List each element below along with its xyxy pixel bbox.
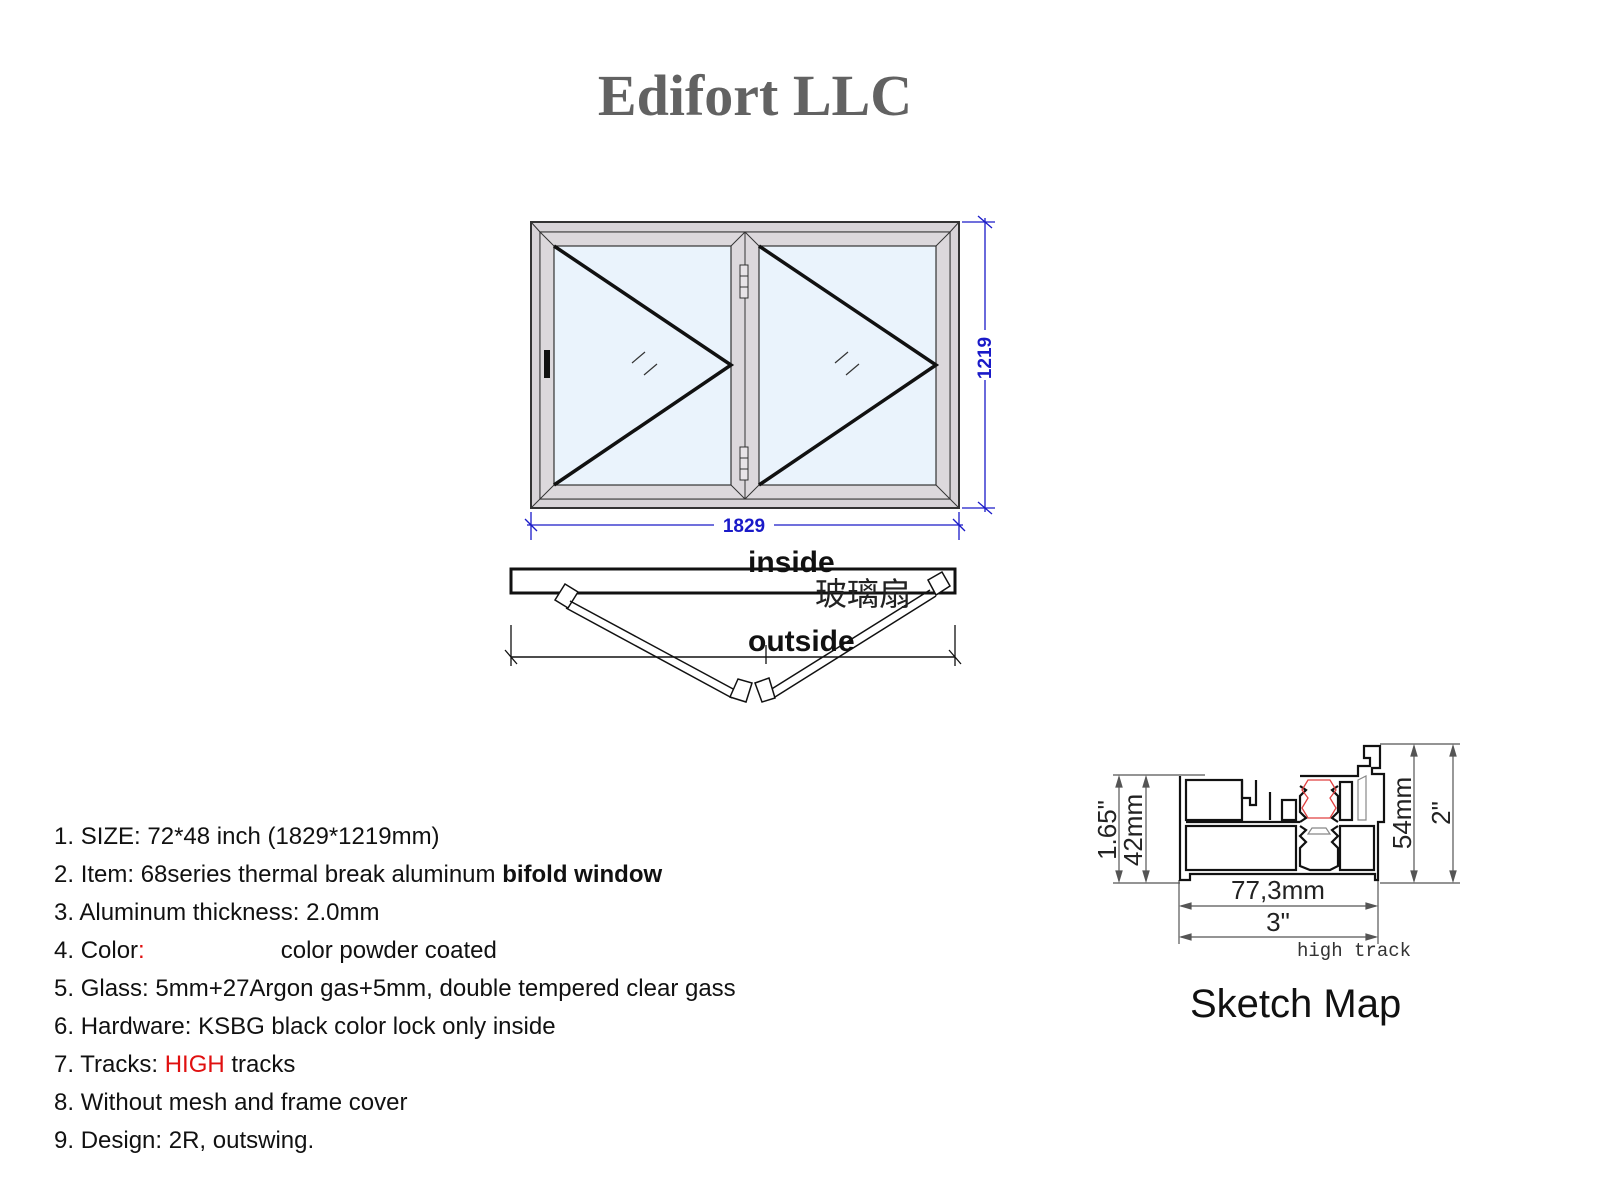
window-elevation <box>530 221 960 509</box>
company-title: Edifort LLC <box>597 63 913 128</box>
spec-text: Hardware: KSBG black color lock only ins… <box>80 1013 556 1040</box>
spec-text: Color <box>80 937 139 964</box>
spec-item-thickness: 3. Aluminum thickness: 2.0mm <box>54 894 736 932</box>
profile-section-drawing <box>1113 743 1460 944</box>
spec-bold-text: bifold window <box>502 861 663 888</box>
spec-item-item: 2. Item: 68series thermal break aluminum… <box>54 856 736 894</box>
spec-text: color powder coated <box>280 937 497 964</box>
hinge-icon <box>739 446 749 481</box>
left-dim-mm: 42mm <box>1118 794 1148 866</box>
spec-text: Aluminum thickness: 2.0mm <box>79 899 380 926</box>
spec-number: 5. <box>54 975 75 1002</box>
spec-text: Tracks: <box>80 1051 165 1078</box>
right-dim-inch: 2" <box>1426 801 1456 825</box>
width-dimension-label: 1829 <box>723 516 765 537</box>
spec-colon: : <box>138 937 145 964</box>
bottom-dim-inch: 3" <box>1266 907 1290 937</box>
outside-label: outside <box>748 625 855 658</box>
spec-text: Item: 68series thermal break aluminum <box>80 861 503 888</box>
spec-item-mesh: 8. Without mesh and frame cover <box>54 1084 736 1122</box>
hinge-icon <box>739 264 749 299</box>
spec-item-design: 9. Design: 2R, outswing. <box>54 1122 736 1160</box>
spec-text: SIZE: 72*48 inch (1829*1219mm) <box>80 823 440 850</box>
inside-label: inside <box>748 546 835 579</box>
spec-number: 6. <box>54 1013 75 1040</box>
spec-number: 8. <box>54 1089 75 1116</box>
spec-item-glass: 5. Glass: 5mm+27Argon gas+5mm, double te… <box>54 970 736 1008</box>
spec-number: 3. <box>54 899 75 926</box>
spec-number: 2. <box>54 861 75 888</box>
sketch-map-caption: Sketch Map <box>1190 982 1402 1026</box>
spec-text: Glass: 5mm+27Argon gas+5mm, double tempe… <box>80 975 736 1002</box>
spec-text: Without mesh and frame cover <box>80 1089 408 1116</box>
spec-text: Design: 2R, outswing. <box>80 1127 315 1154</box>
spec-highlight: HIGH <box>164 1051 225 1078</box>
bottom-dim-mm: 77,3mm <box>1231 875 1325 905</box>
spec-item-hardware: 6. Hardware: KSBG black color lock only … <box>54 1008 736 1046</box>
spec-item-size: 1. SIZE: 72*48 inch (1829*1219mm) <box>54 818 736 856</box>
spec-item-color: 4. Color: color powder coated <box>54 932 736 970</box>
spec-number: 4. <box>54 937 75 964</box>
spec-list: 1. SIZE: 72*48 inch (1829*1219mm) 2. Ite… <box>54 818 736 1160</box>
glass-sash-label: 玻璃扇 <box>815 575 911 613</box>
spec-number: 7. <box>54 1051 75 1078</box>
spec-text: tracks <box>224 1051 296 1078</box>
right-dim-mm: 54mm <box>1387 777 1417 849</box>
height-dimension-label: 1219 <box>975 337 996 379</box>
window-plan-view <box>504 567 962 703</box>
spec-number: 9. <box>54 1127 75 1154</box>
left-dim-inch: 1.65" <box>1092 800 1122 860</box>
spec-number: 1. <box>54 823 75 850</box>
high-track-note: high track <box>1297 940 1412 962</box>
spec-item-tracks: 7. Tracks: HIGH tracks <box>54 1046 736 1084</box>
